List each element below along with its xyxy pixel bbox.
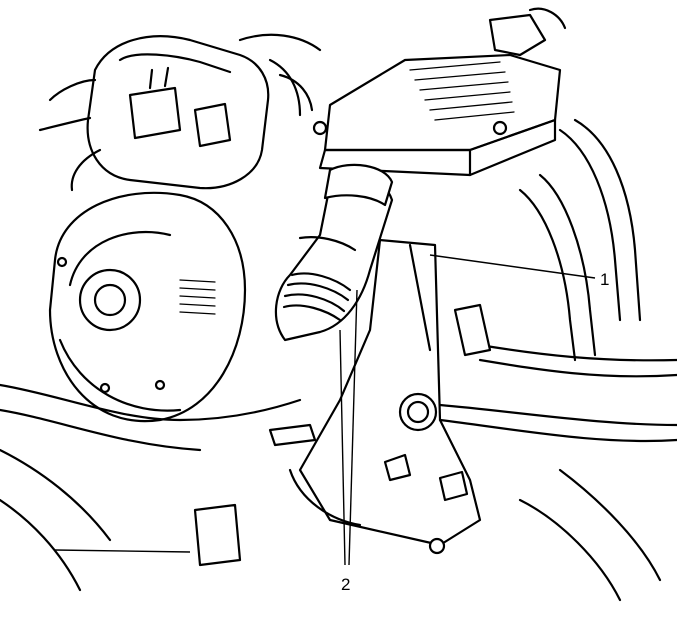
control-module xyxy=(312,7,567,177)
callout-2-leader-a xyxy=(339,329,346,566)
callout-2-leader-b xyxy=(348,289,358,566)
alternator xyxy=(0,191,302,452)
callout-1: 1 xyxy=(429,254,609,289)
coolant-hose xyxy=(274,163,394,342)
callout-2-label: 2 xyxy=(341,575,350,594)
upper-left-bracket xyxy=(38,33,322,192)
callout-1-leader xyxy=(429,254,596,279)
lower-left-details xyxy=(0,423,317,592)
thermostat-housing xyxy=(288,238,482,555)
reference-line xyxy=(54,549,191,553)
callout-1-label: 1 xyxy=(600,270,609,289)
callout-2: 2 xyxy=(339,289,358,594)
right-hoses xyxy=(438,118,677,602)
